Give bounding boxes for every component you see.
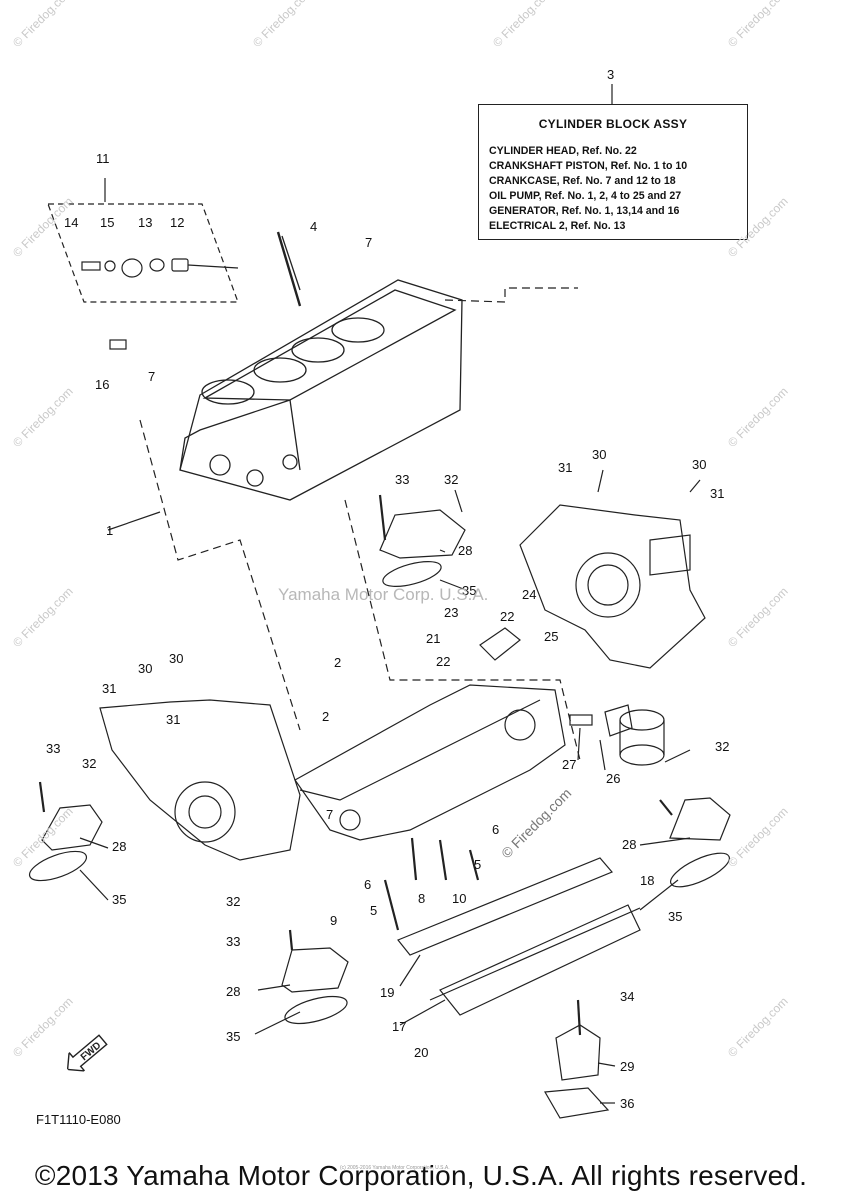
part-label[interactable]: 35: [462, 583, 477, 598]
part-label[interactable]: 17: [392, 1019, 407, 1034]
part-label[interactable]: 33: [226, 934, 241, 949]
part-label[interactable]: 8: [418, 891, 426, 906]
part-label[interactable]: 31: [166, 712, 181, 727]
part-label[interactable]: 32: [715, 739, 730, 754]
part-label[interactable]: 33: [46, 741, 61, 756]
assy-line: ELECTRICAL 2, Ref. No. 13: [489, 220, 626, 232]
part-label[interactable]: 27: [562, 757, 577, 772]
part-label[interactable]: 19: [380, 985, 395, 1000]
assy-line: CRANKCASE, Ref. No. 7 and 12 to 18: [489, 175, 676, 187]
assy-title: CYLINDER BLOCK ASSY: [538, 117, 688, 131]
part-label[interactable]: 6: [492, 822, 500, 837]
part-label[interactable]: 12: [170, 215, 185, 230]
part-label[interactable]: 22: [500, 609, 515, 624]
part-label[interactable]: 24: [522, 587, 537, 602]
part-label[interactable]: 32: [444, 472, 459, 487]
part-label[interactable]: 10: [452, 891, 467, 906]
part-label[interactable]: 31: [710, 486, 725, 501]
part-label[interactable]: 6: [364, 877, 372, 892]
oil-pump: [479, 627, 521, 661]
part-label[interactable]: 28: [112, 839, 127, 854]
copyright-notice: ©2013 Yamaha Motor Corporation, U.S.A. A…: [34, 1160, 808, 1191]
part-label[interactable]: 31: [558, 460, 573, 475]
cylinder-block-group-outline: [139, 419, 301, 731]
engine-mount-28-right: [669, 797, 731, 841]
part-label[interactable]: 25: [544, 629, 559, 644]
engine-mount-28-left: [41, 804, 103, 851]
part-label[interactable]: 32: [82, 756, 97, 771]
cylinder-block: [179, 235, 463, 501]
part-label[interactable]: 26: [606, 771, 621, 786]
part-label[interactable]: 29: [620, 1059, 635, 1074]
group-11-parts: [81, 258, 239, 278]
assy-line: OIL PUMP, Ref. No. 1, 2, 4 to 25 and 27: [489, 190, 682, 202]
part-label[interactable]: 5: [370, 903, 378, 918]
part-label[interactable]: 22: [436, 654, 451, 669]
oil-filter: [619, 709, 665, 766]
center-watermark: Yamaha Motor Corp. U.S.A.: [278, 585, 489, 604]
part-label[interactable]: 34: [620, 989, 635, 1004]
bracket-29: [555, 1024, 601, 1081]
assy-line: CRANKSHAFT PISTON, Ref. No. 1 to 10: [489, 160, 688, 172]
generator-cover-right: [519, 504, 706, 669]
part-label[interactable]: 9: [330, 913, 338, 928]
assy-ref-number: 3: [607, 67, 615, 82]
part-label[interactable]: 15: [100, 215, 115, 230]
part-label[interactable]: 36: [620, 1096, 635, 1111]
part-label[interactable]: 7: [365, 235, 373, 250]
group-11-outline: [47, 203, 239, 303]
pad-36: [544, 1087, 610, 1119]
part-label[interactable]: 13: [138, 215, 153, 230]
oil-pan: [439, 904, 641, 1016]
part-label[interactable]: 30: [592, 447, 607, 462]
mount-pad-35-top: [382, 561, 442, 587]
generator-cover-left: [99, 699, 301, 861]
engine-mount-28-bottom: [281, 947, 349, 993]
part-label[interactable]: 35: [112, 892, 127, 907]
part-label[interactable]: 7: [148, 369, 156, 384]
part-label[interactable]: 11: [96, 151, 110, 166]
part-label[interactable]: 28: [622, 837, 637, 852]
part-label[interactable]: 31: [102, 681, 117, 696]
fwd-arrow-icon: FWD: [66, 1034, 108, 1072]
part-label[interactable]: 28: [226, 984, 241, 999]
part-label[interactable]: 18: [640, 873, 655, 888]
part-label[interactable]: 5: [474, 857, 482, 872]
part-label[interactable]: 2: [334, 655, 342, 670]
part-label[interactable]: 30: [692, 457, 707, 472]
part-label[interactable]: 35: [668, 909, 683, 924]
part-label[interactable]: 16: [95, 377, 110, 392]
part-label[interactable]: 32: [226, 894, 241, 909]
part-label[interactable]: 2: [322, 709, 330, 724]
part-label[interactable]: 14: [64, 215, 79, 230]
fine-print: (c) 2005-2016 Yamaha Motor Corporation, …: [340, 1165, 450, 1171]
crankcase: [294, 684, 566, 841]
part-label[interactable]: 35: [226, 1029, 241, 1044]
assy-line: CYLINDER HEAD, Ref. No. 22: [489, 145, 637, 157]
part-label[interactable]: 23: [444, 605, 459, 620]
part-label[interactable]: 30: [138, 661, 153, 676]
part-label[interactable]: 20: [414, 1045, 429, 1060]
oil-pan-gasket: [397, 857, 613, 956]
part-label[interactable]: 33: [395, 472, 410, 487]
part-label[interactable]: 7: [326, 807, 334, 822]
part-label[interactable]: 30: [169, 651, 184, 666]
part-label[interactable]: 4: [310, 219, 318, 234]
part-label[interactable]: 28: [458, 543, 473, 558]
part-label[interactable]: 1: [106, 523, 114, 538]
engine-mount-28-top: [379, 509, 466, 559]
cylinder-block-assy-box: CYLINDER BLOCK ASSY CYLINDER HEAD, Ref. …: [478, 104, 748, 240]
part-label[interactable]: 21: [426, 631, 441, 646]
assy-line: GENERATOR, Ref. No. 1, 13,14 and 16: [489, 205, 680, 217]
figure-code: F1T1110-E080: [36, 1112, 121, 1127]
